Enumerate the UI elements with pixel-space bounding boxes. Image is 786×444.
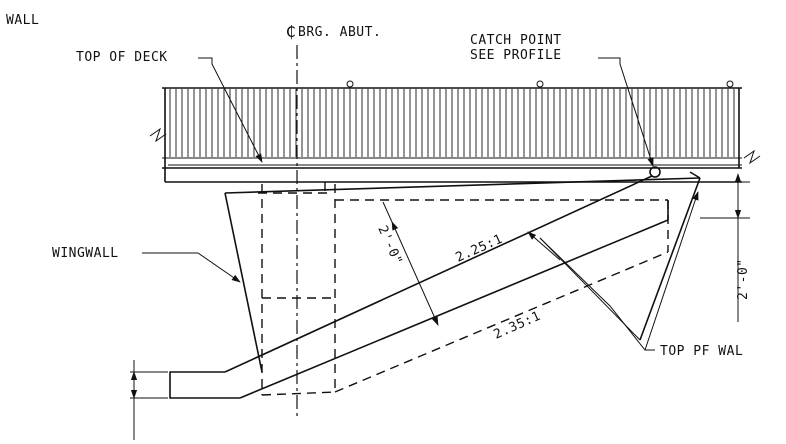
wingwall-label: WINGWALL	[52, 246, 119, 261]
top-of-deck-label: TOP OF DECK	[76, 50, 168, 65]
see-profile-label: SEE PROFILE	[470, 48, 562, 63]
post-cap	[346, 80, 354, 88]
catch-point-marker	[649, 166, 661, 178]
top-of-deck-leader	[198, 57, 263, 163]
top-of-wall-leader	[539, 237, 655, 351]
right-dimension-label: 2'-0"	[736, 258, 751, 300]
diag-dimension-line	[391, 221, 439, 326]
break-mark-right	[743, 149, 761, 165]
break-mark-left	[149, 127, 167, 143]
centerline-label: BRG. ABUT.	[298, 25, 381, 40]
wall-fragment-label: WALL	[6, 13, 39, 28]
catch-point-label: CATCH POINT	[470, 33, 562, 48]
post-cap	[536, 80, 544, 88]
top-of-wall-label: TOP PF WAL	[660, 344, 743, 359]
railing	[149, 80, 761, 169]
wingwall-leader	[142, 252, 241, 283]
deck-slab	[164, 164, 742, 183]
slope-upper-label: 2.25:1	[454, 232, 506, 266]
post-cap	[726, 80, 734, 88]
wingwall-outline	[169, 171, 701, 399]
hidden-lines	[258, 182, 669, 396]
top-of-wall-leader-2	[644, 191, 699, 351]
upper-slope-arrow-head	[527, 231, 561, 261]
diag-dimension-label: 2'-0"	[374, 224, 405, 268]
diag-dimension-leader	[382, 201, 393, 223]
catch-point-leader	[598, 57, 654, 167]
left-stub-dimension	[130, 360, 168, 440]
slope-lower-label: 2.35:1	[492, 309, 544, 343]
right-dimension	[700, 173, 750, 322]
centerline-symbol: ₵	[286, 22, 296, 41]
railing-pickets	[169, 89, 735, 157]
